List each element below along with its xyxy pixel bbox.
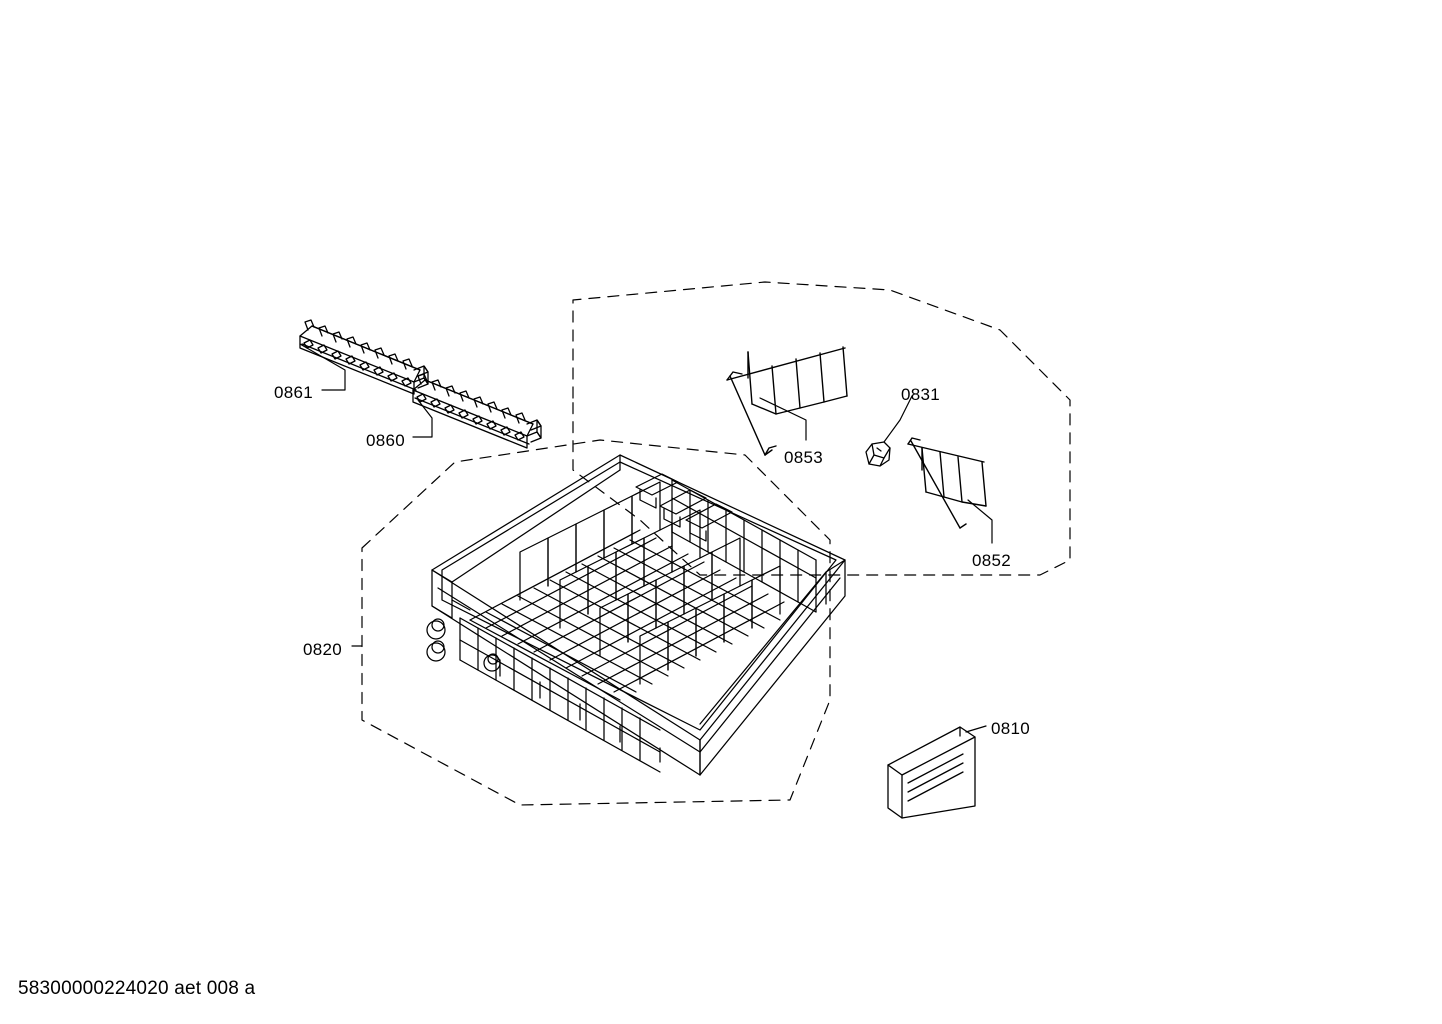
part-0820-basket (426, 454, 846, 776)
leader-0861 (299, 343, 346, 391)
leader-0852 (967, 499, 993, 544)
label-0820: 0820 (303, 640, 343, 659)
label-0852: 0852 (972, 551, 1012, 570)
part-0853-wire-support (726, 346, 848, 456)
label-0860: 0860 (366, 431, 406, 450)
label-0861: 0861 (274, 383, 314, 402)
leader-lines (299, 343, 993, 733)
leader-0860 (412, 399, 433, 438)
dashed-group-basket (361, 439, 831, 806)
label-0831: 0831 (901, 385, 941, 404)
part-0852-wire-support (907, 437, 987, 529)
label-0853: 0853 (784, 448, 824, 467)
dashed-group-right (572, 281, 1071, 576)
leader-0831 (883, 395, 913, 443)
label-0810: 0810 (991, 719, 1031, 738)
document-footer-code: 58300000224020 aet 008 a (18, 978, 256, 999)
part-0861-tine-row (299, 319, 429, 395)
leader-0853 (759, 397, 807, 441)
part-0810-tray-panel (887, 726, 976, 819)
part-0831-clip (865, 441, 891, 467)
part-0860-tine-row (412, 373, 542, 449)
leader-0810 (965, 725, 987, 733)
